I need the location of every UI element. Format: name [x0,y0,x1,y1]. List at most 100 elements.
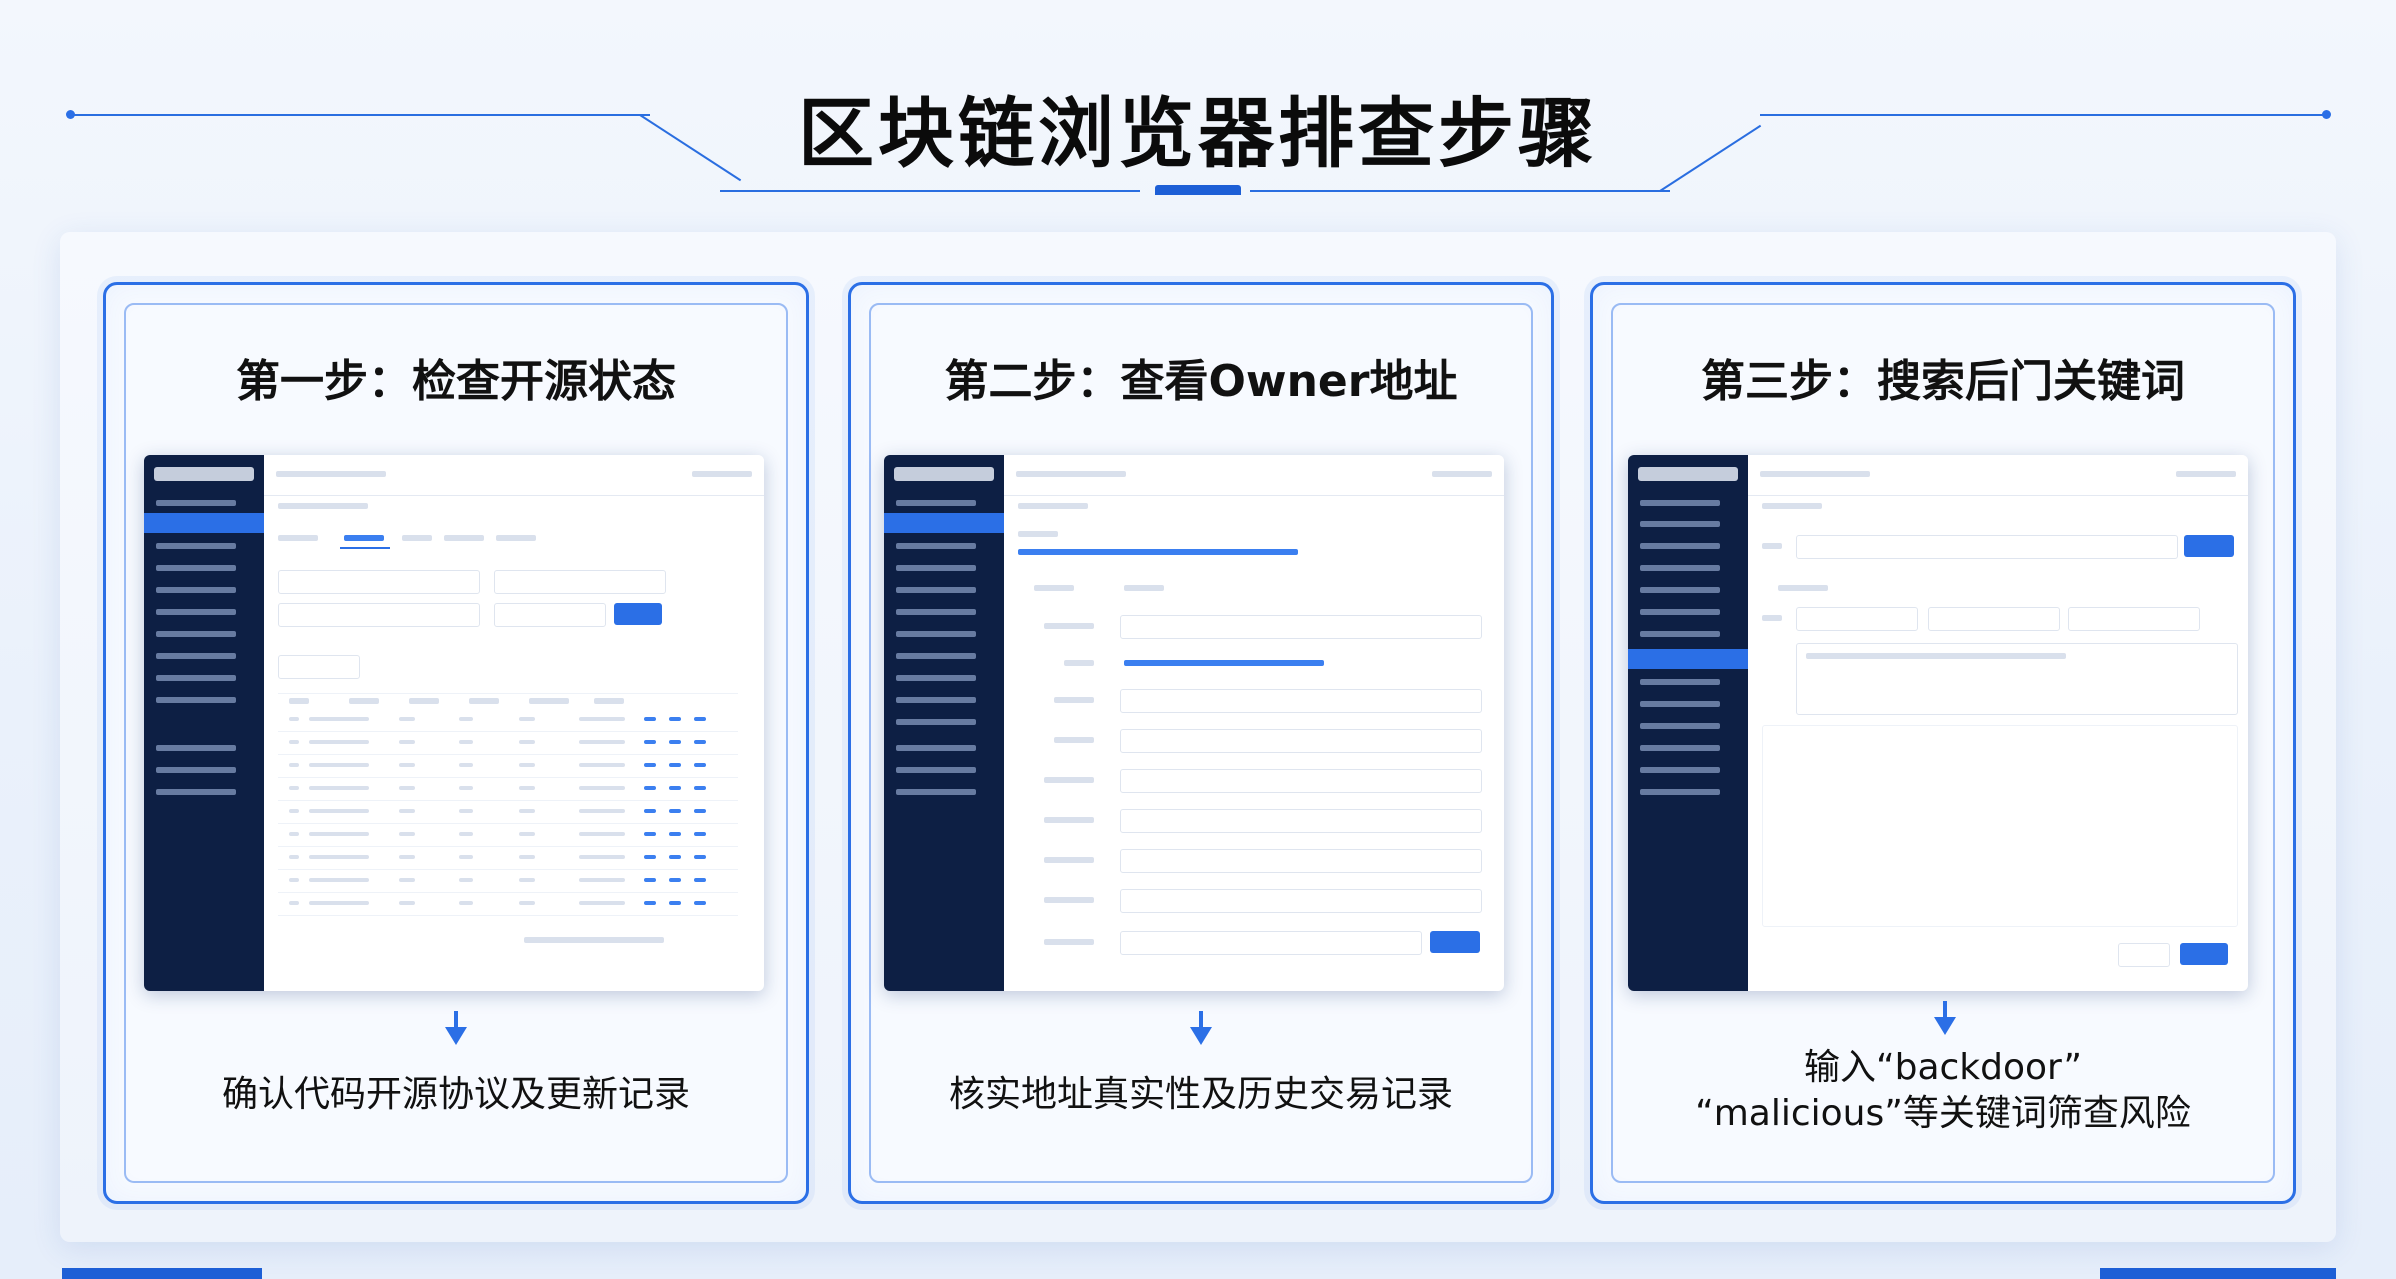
table-row-action[interactable] [669,901,681,905]
table-row-divider [278,777,738,778]
table-cell [519,717,535,721]
search-button[interactable] [2184,535,2234,557]
sidebar [884,455,1004,991]
table-cell [309,832,369,836]
sidebar [144,455,264,991]
confirm-button[interactable] [2180,943,2228,965]
table-cell [399,901,415,905]
table-row-action[interactable] [694,740,706,744]
table-cell [399,855,415,859]
header-line-right-low [1250,190,1670,192]
arrow-stem [1943,1001,1947,1019]
table-row-action[interactable] [644,901,656,905]
table-row-divider [278,754,738,755]
arrow-stem [454,1011,458,1029]
table-cell [459,901,473,905]
table-row-action[interactable] [644,832,656,836]
arrow-down-icon [1934,1017,1956,1035]
table-cell [309,855,369,859]
step-title: 第一步：检查开源状态 [236,356,676,407]
table-row-action[interactable] [644,855,656,859]
screenshot-open-source-status [144,455,764,991]
table-cell [519,763,535,767]
table-row-action[interactable] [694,901,706,905]
table-cell [309,786,369,790]
table-row-action[interactable] [669,717,681,721]
table-cell [399,763,415,767]
arrow-stem [1199,1011,1203,1029]
top-bar [264,455,764,496]
table-cell [399,878,415,882]
table-cell [459,809,473,813]
table-cell [309,717,369,721]
table-cell [399,717,415,721]
logo [894,467,994,481]
caption-line: 输入“backdoor” [1803,1047,2083,1088]
header-line-right [1760,114,2326,116]
logo [1638,467,1738,481]
header-center-tab [1155,185,1241,195]
header-dot-left [66,110,75,119]
table-row-action[interactable] [669,786,681,790]
table-row-action[interactable] [694,878,706,882]
table-row-action[interactable] [694,855,706,859]
bottom-bar-left [62,1268,262,1279]
table-row-action[interactable] [644,786,656,790]
table-cell [519,855,535,859]
keyword-search-input[interactable] [1796,535,2178,559]
table-cell [399,832,415,836]
table-row-action[interactable] [669,740,681,744]
table-cell [309,878,369,882]
table-row-action[interactable] [644,809,656,813]
table-cell [579,786,625,790]
table-cell [289,763,299,767]
step-caption: 确认代码开源协议及更新记录 [106,1072,806,1118]
table-cell [399,786,415,790]
table-row-action[interactable] [669,832,681,836]
table-cell [459,786,473,790]
table-cell [579,763,625,767]
table-cell [519,809,535,813]
table-cell [579,717,625,721]
table-cell [289,878,299,882]
table-row-action[interactable] [694,832,706,836]
table-cell [459,832,473,836]
table-row-action[interactable] [644,878,656,882]
table-row-action[interactable] [669,763,681,767]
table-row-divider [278,869,738,870]
table-row-action[interactable] [644,763,656,767]
submit-button[interactable] [1430,931,1480,953]
search-button[interactable] [614,603,662,625]
table-cell [309,901,369,905]
table-row-action[interactable] [694,786,706,790]
table-cell [289,832,299,836]
table-cell [519,878,535,882]
table-row-action[interactable] [694,809,706,813]
table-cell [459,717,473,721]
step-title: 第二步：查看Owner地址 [944,356,1458,407]
table-row-divider [278,846,738,847]
table-row-action[interactable] [669,855,681,859]
table-cell [289,809,299,813]
table-row-action[interactable] [694,717,706,721]
arrow-down-icon [1190,1027,1212,1045]
card-inner-frame [124,303,788,1183]
arrow-down-icon [445,1027,467,1045]
table-row-action[interactable] [644,740,656,744]
step-caption: 输入“backdoor” “malicious”等关键词筛查风险 [1593,1045,2293,1137]
step-title: 第三步：搜索后门关键词 [1701,356,2185,407]
table-cell [309,809,369,813]
table-row-action[interactable] [669,878,681,882]
table-cell [519,786,535,790]
top-bar [1748,455,2248,496]
table-row-divider [278,915,738,916]
bottom-bar-right [2100,1268,2336,1279]
table-row-action[interactable] [669,809,681,813]
card-inner-frame [1611,303,2275,1183]
table-row-action[interactable] [644,717,656,721]
table-cell [579,740,625,744]
table-row-divider [278,892,738,893]
table-cell [289,855,299,859]
table-row-action[interactable] [694,763,706,767]
table-cell [459,878,473,882]
